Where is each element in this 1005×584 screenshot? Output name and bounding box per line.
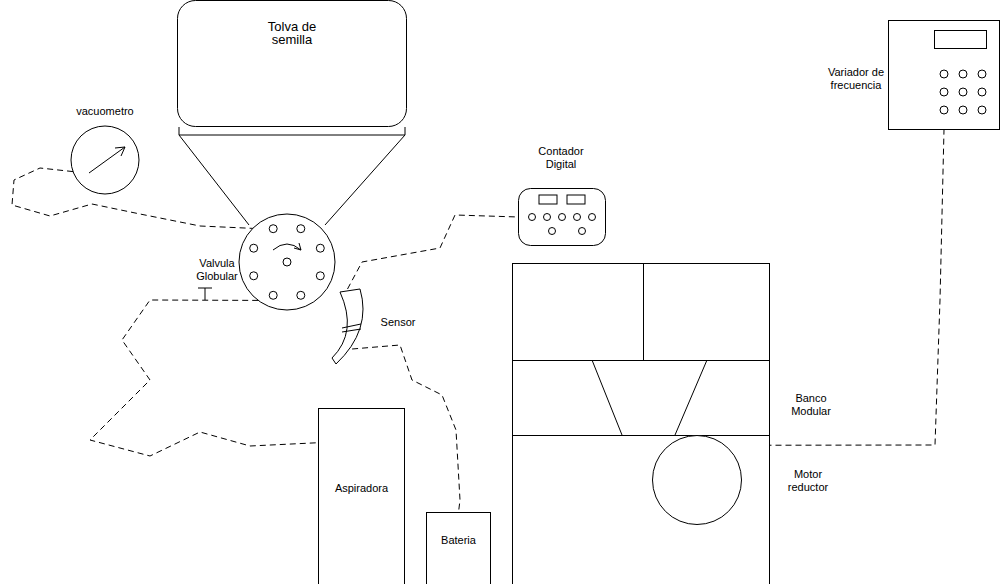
drive-display xyxy=(935,31,987,49)
frequency-drive xyxy=(889,21,1000,130)
vacuum-node: Aspiradora xyxy=(318,408,405,584)
dashed-wire xyxy=(348,215,519,289)
battery-node: Bateria xyxy=(426,512,491,584)
button xyxy=(959,70,967,78)
seed-hopper xyxy=(178,1,407,127)
needle-head xyxy=(115,147,125,156)
sensor-node: Sensor xyxy=(328,288,423,368)
button xyxy=(579,228,586,235)
disc-hole xyxy=(250,272,258,280)
rotation-arrow xyxy=(273,244,301,250)
button xyxy=(978,106,986,114)
bench-node: Banco ModularMotor reductor xyxy=(512,263,770,584)
bench-divider xyxy=(512,360,770,361)
disc-hole xyxy=(297,291,305,299)
motor-node: Motor reductor xyxy=(652,435,742,525)
node-label: Banco Modular xyxy=(778,392,844,418)
disc-hole xyxy=(316,244,324,252)
button xyxy=(959,88,967,96)
node-label: Aspiradora xyxy=(318,482,405,495)
counter-display xyxy=(539,195,557,204)
bench-divider xyxy=(512,435,770,436)
sensor-band xyxy=(342,329,361,332)
seed-disc xyxy=(239,214,335,310)
node-label: vacuometro xyxy=(65,105,145,118)
hopper-funnel xyxy=(179,127,180,135)
gauge-node: vacuometro xyxy=(65,103,145,198)
node-label: Tolva de semilla xyxy=(252,20,332,46)
sensor-band xyxy=(342,324,361,328)
node-label: Motor reductor xyxy=(776,468,840,494)
node-outline xyxy=(512,263,770,584)
vacuum-cleaner xyxy=(319,409,405,584)
counter-node: Contador Digital xyxy=(515,142,607,248)
globe-valve-symbol xyxy=(198,288,212,300)
disc-hole xyxy=(316,272,324,280)
rotation-arrowhead xyxy=(294,243,301,250)
hopper-band xyxy=(179,135,405,136)
button xyxy=(940,106,948,114)
disc-hole xyxy=(283,258,291,266)
disc-hole xyxy=(269,225,277,233)
bench-funnel xyxy=(675,360,707,435)
disc-hole xyxy=(250,244,258,252)
counter-display xyxy=(567,195,585,204)
disc-hole xyxy=(297,225,305,233)
digital-counter xyxy=(519,189,606,246)
drive-node: Variador de frecuencia xyxy=(888,20,1000,130)
node-label: Contador Digital xyxy=(531,145,591,171)
button xyxy=(549,228,556,235)
vacuum-gauge xyxy=(71,126,139,194)
part-label: Valvula Globular xyxy=(186,257,248,283)
button xyxy=(940,70,948,78)
sensor-symbol xyxy=(332,289,363,364)
hopper-funnel xyxy=(325,135,405,225)
node-outline xyxy=(888,20,1000,130)
button xyxy=(940,88,948,96)
button xyxy=(589,214,596,221)
dashed-wire xyxy=(90,300,319,456)
node-outline xyxy=(515,142,607,248)
button xyxy=(529,214,536,221)
gear-motor xyxy=(653,436,742,525)
node-outline xyxy=(318,408,405,584)
button xyxy=(559,214,566,221)
node-label: Sensor xyxy=(375,316,421,329)
hopper-funnel xyxy=(405,127,406,135)
gauge-needle xyxy=(89,147,125,173)
modular-bench xyxy=(513,264,770,584)
battery xyxy=(427,513,491,584)
button xyxy=(978,70,986,78)
hopper-funnel xyxy=(179,135,249,225)
disc-hole xyxy=(269,291,277,299)
node-label: Variador de frecuencia xyxy=(826,66,886,92)
node-outline xyxy=(652,435,742,525)
button xyxy=(978,88,986,96)
button xyxy=(544,214,551,221)
node-outline xyxy=(426,512,491,584)
button xyxy=(574,214,581,221)
bench-divider xyxy=(643,263,644,360)
node-label: Bateria xyxy=(426,534,491,547)
node-outline xyxy=(65,103,145,198)
bench-funnel xyxy=(592,360,622,435)
button xyxy=(959,106,967,114)
